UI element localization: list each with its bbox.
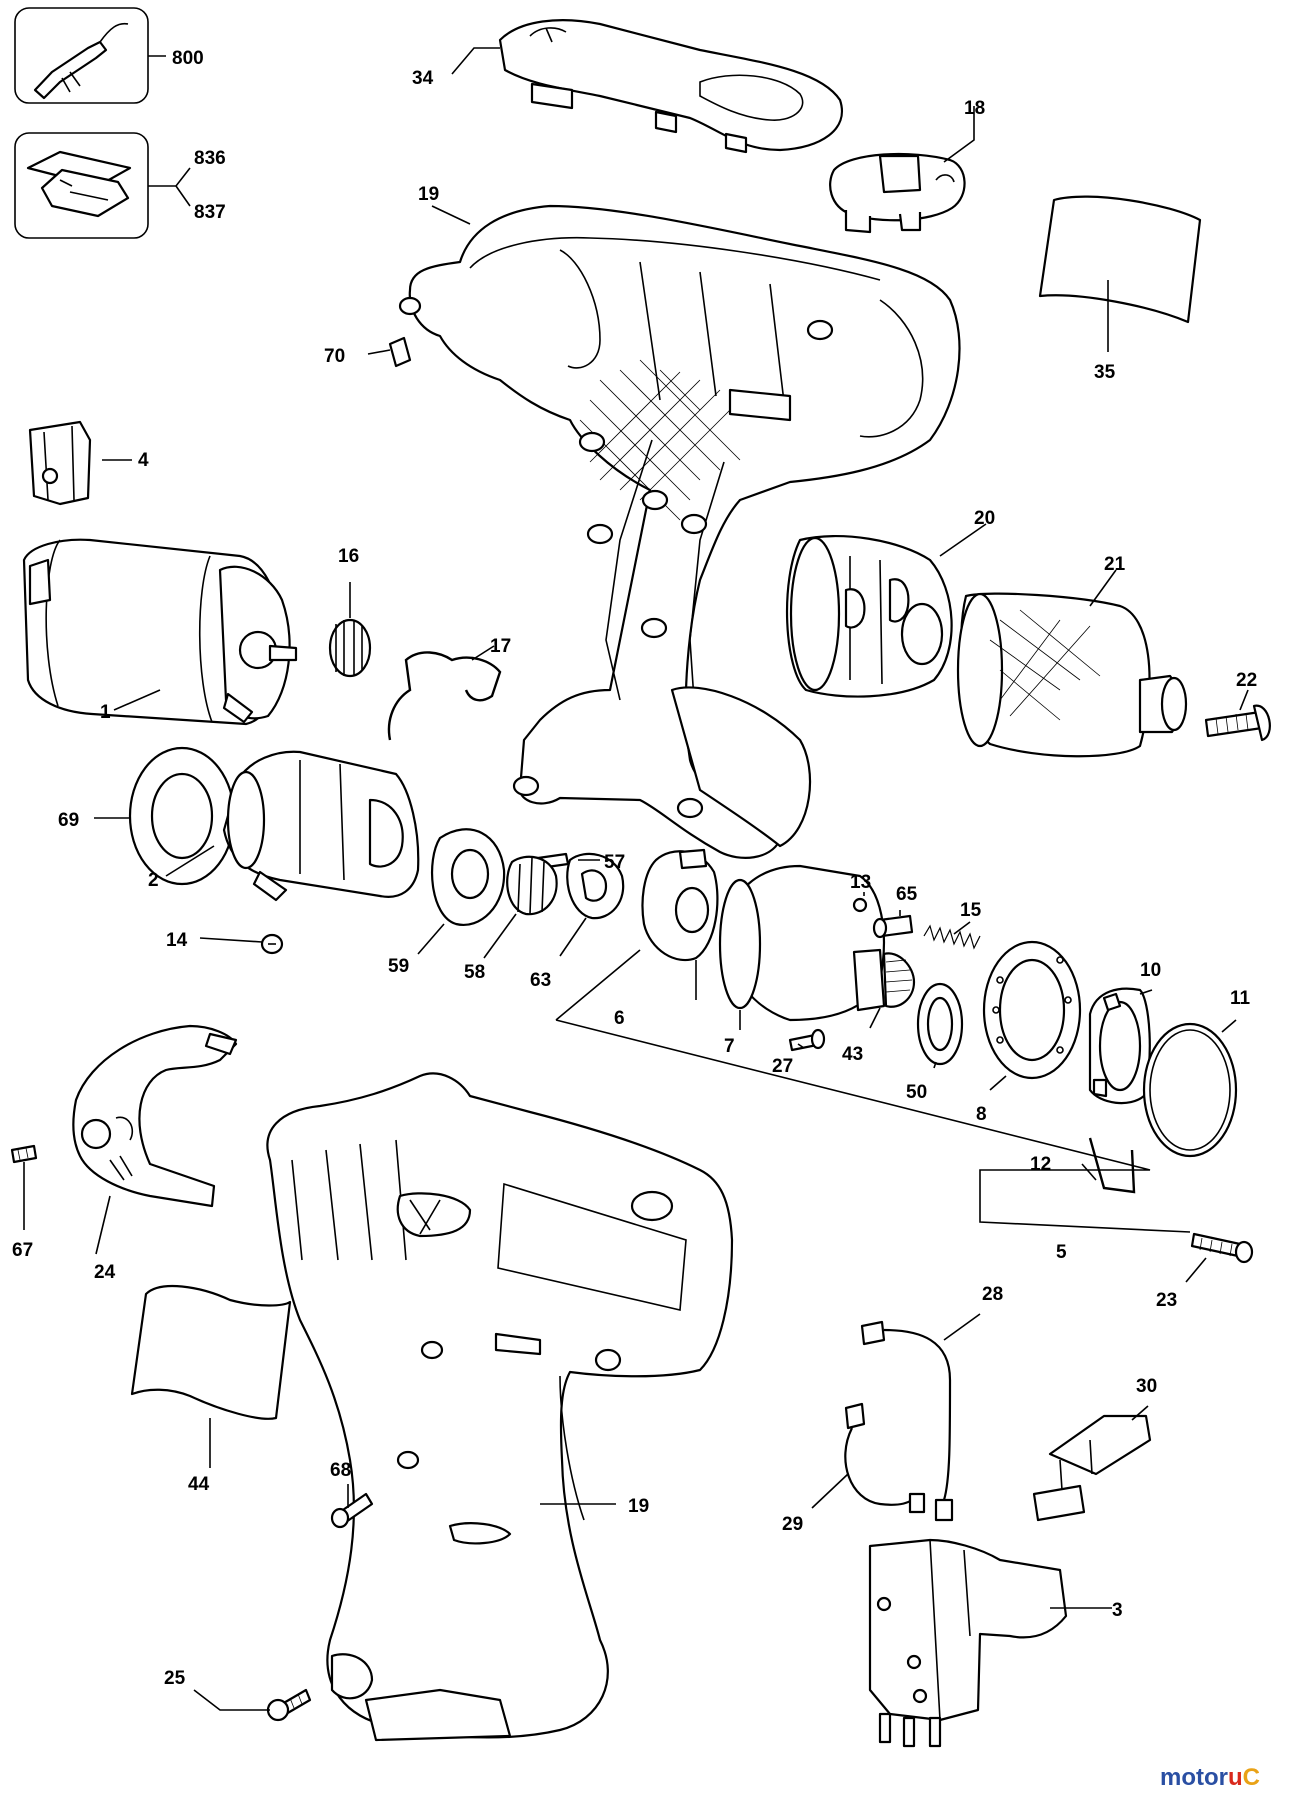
part-34-top-cap <box>498 19 843 154</box>
part-3-switch <box>868 1538 1068 1748</box>
part-4-brush-holder <box>28 420 92 506</box>
part-13-ball <box>852 897 868 913</box>
label-24: 24 <box>94 1262 116 1283</box>
label-35: 35 <box>1094 362 1116 383</box>
label-8: 8 <box>976 1104 987 1125</box>
part-18-switch-slider <box>829 152 966 234</box>
part-10-collar <box>1088 987 1151 1105</box>
label-58: 58 <box>464 962 485 983</box>
label-25: 25 <box>164 1668 186 1689</box>
part-35-label <box>1038 195 1202 324</box>
label-59: 59 <box>388 956 409 977</box>
part-30-switch-slide <box>1032 1414 1152 1522</box>
label-23: 23 <box>1156 1290 1177 1311</box>
part-11-o-ring <box>1142 1022 1238 1158</box>
label-30: 30 <box>1136 1376 1157 1397</box>
part-65-pin <box>872 914 914 939</box>
part-15-spring <box>923 924 981 950</box>
label-13: 13 <box>850 872 871 893</box>
label-5: 5 <box>1056 1242 1067 1263</box>
part-19-housing-half-lower <box>266 1072 734 1742</box>
label-27: 27 <box>772 1056 793 1077</box>
label-10: 10 <box>1140 960 1161 981</box>
label-6: 6 <box>614 1008 625 1029</box>
part-16-pinion-gear <box>328 618 372 678</box>
part-69-washer <box>128 746 236 886</box>
part-70-clip <box>388 336 412 368</box>
part-23-screw <box>1190 1232 1254 1264</box>
part-29-wire <box>844 1402 926 1514</box>
part-68-screw <box>330 1492 374 1529</box>
label-837: 837 <box>194 202 226 223</box>
label-3: 3 <box>1112 1600 1123 1621</box>
part-44-label <box>130 1284 292 1420</box>
label-57: 57 <box>604 852 625 873</box>
label-21: 21 <box>1104 554 1126 575</box>
label-12: 12 <box>1030 1154 1051 1175</box>
part-22-chuck-screw <box>1204 704 1271 742</box>
part-labels: 800 836 837 34 18 19 70 35 4 16 17 1 20 … <box>12 48 1257 1689</box>
label-19-upper: 19 <box>418 184 439 205</box>
part-21-chuck <box>956 592 1188 758</box>
part-63-ring-gear <box>566 852 625 920</box>
label-11: 11 <box>1230 988 1251 1009</box>
part-2-motor-mount <box>222 750 420 902</box>
label-29: 29 <box>782 1514 803 1535</box>
label-18: 18 <box>964 98 985 119</box>
label-63: 63 <box>530 970 551 991</box>
label-50: 50 <box>906 1082 927 1103</box>
label-4: 4 <box>138 450 149 471</box>
part-7-gearbox <box>718 864 916 1022</box>
label-34: 34 <box>412 68 434 89</box>
watermark: motoruC <box>1160 1764 1260 1792</box>
label-28: 28 <box>982 1284 1003 1305</box>
label-14: 14 <box>166 930 188 951</box>
label-17: 17 <box>490 636 511 657</box>
accessory-800-box <box>14 7 149 104</box>
part-25-screw <box>266 1688 312 1722</box>
watermark-part2: u <box>1227 1764 1243 1791</box>
label-1: 1 <box>100 702 111 723</box>
label-800: 800 <box>172 48 204 69</box>
label-19-lower: 19 <box>628 1496 649 1517</box>
label-68: 68 <box>330 1460 351 1481</box>
part-8-clutch-ring <box>982 940 1082 1080</box>
label-43: 43 <box>842 1044 863 1065</box>
group-5-bracket <box>555 949 1191 1233</box>
label-70: 70 <box>324 346 345 367</box>
part-27-screw <box>788 1028 826 1052</box>
part-19-housing-half-upper <box>398 204 961 859</box>
part-59-plate <box>430 828 506 927</box>
label-2: 2 <box>148 870 159 891</box>
part-58-planet-carrier <box>506 855 558 916</box>
part-6-clutch <box>641 848 719 962</box>
label-44: 44 <box>188 1474 210 1495</box>
part-17-spring-clip <box>387 651 502 741</box>
label-16: 16 <box>338 546 359 567</box>
watermark-part3: C <box>1242 1764 1260 1791</box>
part-50-washer <box>916 982 964 1066</box>
label-65: 65 <box>896 884 918 905</box>
part-1-motor <box>22 538 298 726</box>
label-15: 15 <box>960 900 982 921</box>
part-28-wire <box>860 1320 954 1522</box>
label-7: 7 <box>724 1036 735 1057</box>
leader-lines <box>23 47 1249 1711</box>
label-67: 67 <box>12 1240 33 1261</box>
watermark-part1: motor <box>1159 1764 1228 1791</box>
part-14-screw <box>260 933 284 955</box>
part-67-screw <box>10 1144 38 1164</box>
label-69: 69 <box>58 810 79 831</box>
label-836: 836 <box>194 148 226 169</box>
accessory-836-837-box <box>14 132 149 239</box>
part-12-wire-clip <box>1088 1137 1136 1194</box>
label-20: 20 <box>974 508 995 529</box>
part-20-gear-housing <box>785 534 953 698</box>
label-22: 22 <box>1236 670 1257 691</box>
part-24-handle-cover <box>72 1024 238 1208</box>
